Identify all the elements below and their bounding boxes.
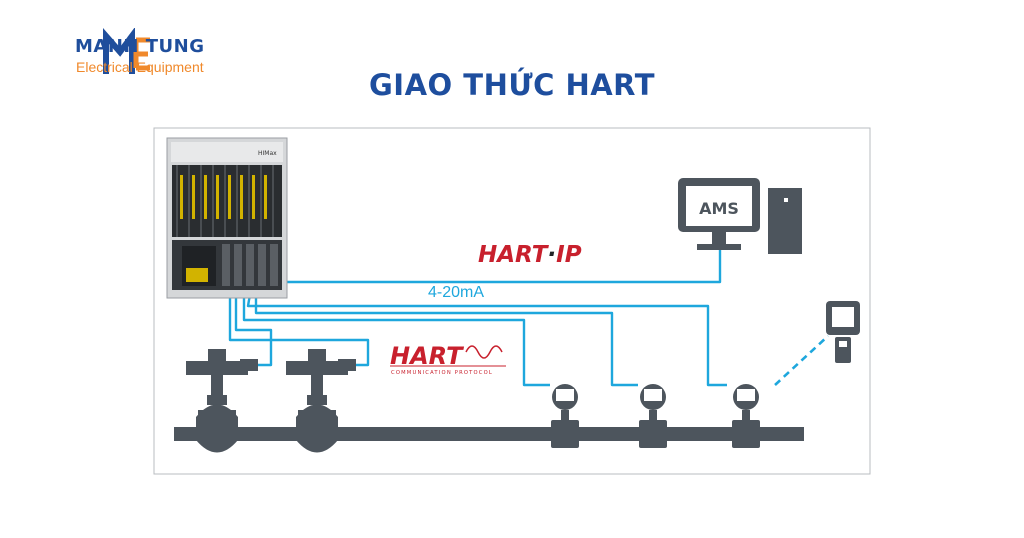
hart-protocol-logo: HART COMMUNICATION PROTOCOL [390,342,506,376]
wiring-lines [228,250,727,387]
ams-workstation: AMS [678,178,802,254]
brand-logo-icon [103,28,150,74]
controller-brand: HIMax [258,150,277,157]
hart-logo-subtitle: COMMUNICATION PROTOCOL [391,370,493,376]
brand-subtitle: Electrical Equipment [76,59,204,75]
controller-rack: HIMax [166,137,288,299]
handheld-communicator-icon [826,301,860,363]
transmitter-2 [639,384,667,448]
transmitter-3 [732,384,760,448]
page-title: GIAO THỨC HART [369,68,655,102]
svg-text:HART·IP: HART·IP [478,242,582,268]
wireless-link [774,335,829,386]
control-valve-2 [286,349,356,453]
hart-ip-label-part-a: HART [478,242,550,268]
control-valve-1 [186,349,258,453]
pipeline [174,427,804,441]
hart-logo-text: HART [390,342,464,370]
ams-label: AMS [699,199,739,218]
brand-name: MANH TUNG [75,36,205,57]
signal-label: 4-20mA [428,284,484,301]
transmitter-1 [551,384,579,448]
hart-ip-label-part-b: IP [556,242,582,268]
hart-ip-label-sep: · [547,242,556,268]
